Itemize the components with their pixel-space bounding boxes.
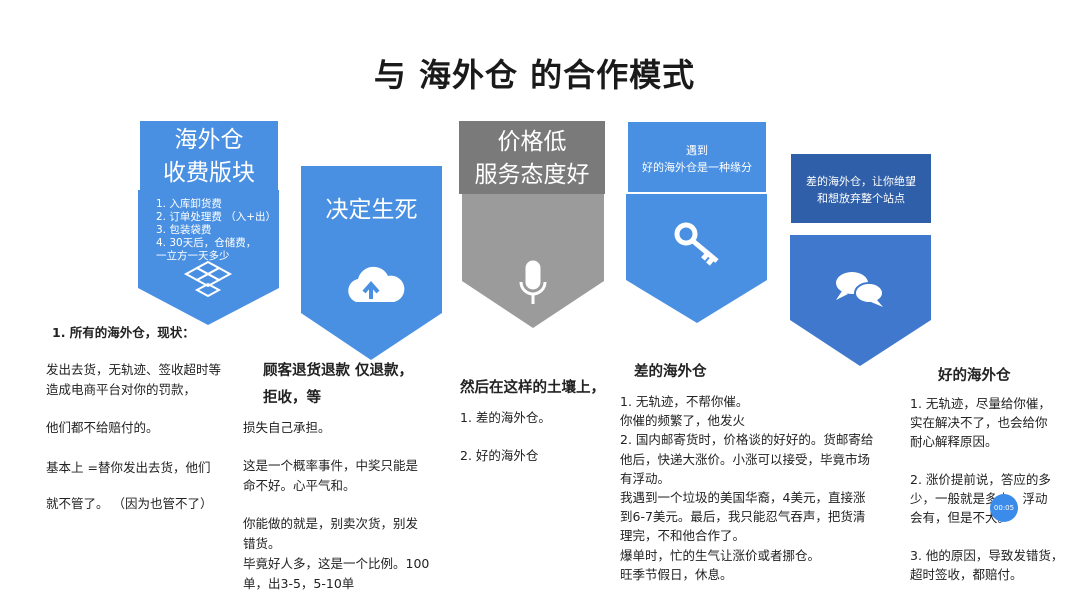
cloud-upload-icon: [348, 266, 405, 302]
key-icon: [674, 222, 719, 266]
panel1-banner: 海外仓 收费版块: [163, 127, 255, 186]
col4-heading: 差的海外仓: [634, 364, 707, 380]
dropbox-icon: [183, 260, 233, 298]
col5-p3: 3. 他的原因，导致发错货， 超时签收，都赔付。: [910, 548, 1064, 582]
col2-p3: 你能做的就是，别卖次货，别发 错货。 毕竟好人多，这是一个比例。100 单，出3…: [243, 516, 430, 591]
microphone-icon: [519, 260, 547, 304]
panel1-banner-bg: [140, 121, 278, 193]
panel4-pentagon: [626, 194, 767, 323]
col1-p2: 他们都不给赔付的。: [46, 420, 159, 435]
panel3-banner-bg: [459, 121, 605, 194]
col4-body: 1. 无轨迹，不帮你催。 你催的频繁了，他发火 2. 国内邮寄货时，价格谈的好好…: [620, 394, 874, 582]
panel1-fee-list: 1. 入库卸货费 2. 订单处理费 （入+出） 3. 包装袋费 4. 30天后，…: [156, 198, 276, 262]
panel3-banner: 价格低 服务态度好: [474, 129, 590, 188]
panel5-banner: 差的海外仓，让你绝望 和想放弃整个站点: [806, 175, 916, 205]
panel2-banner: 决定生死: [325, 197, 418, 223]
col1-p1: 发出去货，无轨迹、签收超时等 造成电商平台对你的罚款，: [46, 362, 222, 397]
col5-p1: 1. 无轨迹，尽量给你催， 实在解决不了，也会给你 耐心解释原因。: [910, 396, 1051, 449]
col1-heading: 1. 所有的海外仓，现状：: [52, 325, 195, 340]
col1-p4: 就不管了。 （因为也管不了）: [46, 496, 213, 511]
panel4-banner: 遇到 好的海外仓是一种缘分: [642, 144, 752, 174]
col2-heading: 顾客退货退款 仅退款， 拒收，等: [263, 363, 414, 406]
timer-badge[interactable]: 00:05: [990, 494, 1018, 522]
col1-p3: 基本上 =替你发出去货，他们: [46, 460, 211, 475]
col3-p1: 1. 差的海外仓。: [460, 410, 551, 425]
col2-p1: 损失自己承担。: [243, 420, 331, 435]
col2-p2: 这是一个概率事件，中奖只能是 命不好。心平气和。: [243, 458, 419, 493]
page-title: 与 海外仓 的合作模式: [373, 56, 696, 94]
col5-p2: 2. 涨价提前说，答应的多 少，一般就是多少。浮动 会有，但是不大。: [910, 472, 1051, 525]
panel4-banner-bg: [628, 122, 766, 192]
panel5-banner-bg: [791, 154, 931, 223]
col5-heading: 好的海外仓: [938, 368, 1011, 384]
col3-p2: 2. 好的海外仓: [460, 448, 539, 463]
chat-bubbles-icon: [836, 272, 884, 307]
col3-heading: 然后在这样的土壤上，: [460, 380, 605, 396]
panel1-pentagon: [138, 190, 279, 325]
panel2-pentagon: [301, 166, 442, 360]
